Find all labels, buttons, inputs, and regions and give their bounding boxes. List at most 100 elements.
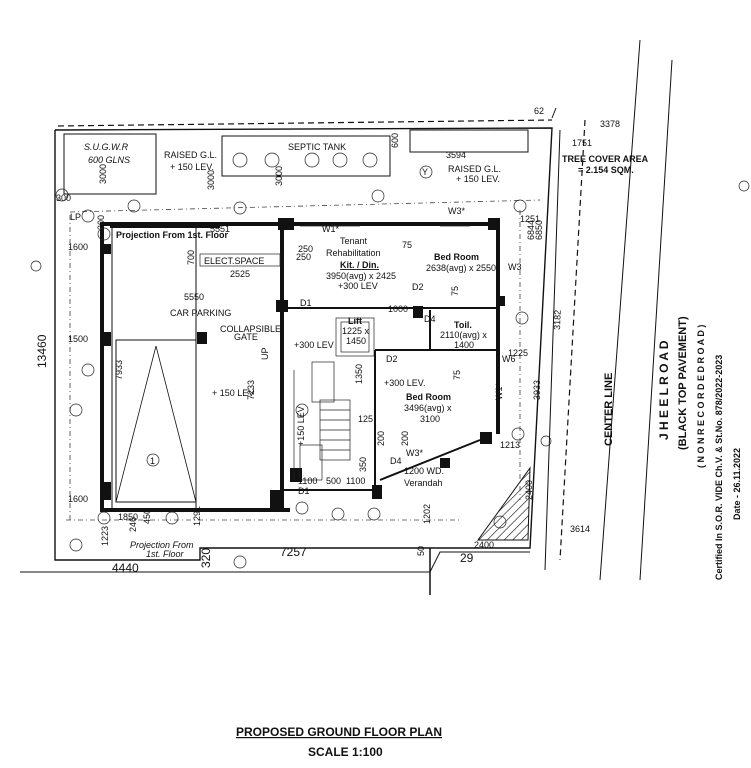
svg-text:250: 250 xyxy=(298,244,313,254)
lift-dim: 1225 x xyxy=(342,326,370,336)
svg-text:6844: 6844 xyxy=(526,220,536,240)
room-labels: Tenant Rehabilitation Kit. / Din. 3950(a… xyxy=(326,236,496,488)
svg-text:1100: 1100 xyxy=(346,476,365,486)
raised-gl-label: RAISED G.L. xyxy=(164,150,217,160)
svg-text:1600: 1600 xyxy=(68,494,88,504)
certification-note: Certified In S.O.R. VIDE Ch.V. & St.No. … xyxy=(714,355,724,580)
tenant-label-2: Rehabilitation xyxy=(326,248,381,258)
window-w6: W6 xyxy=(502,354,516,364)
raised-gl-level: + 150 LEV. xyxy=(170,162,214,172)
svg-text:7233: 7233 xyxy=(246,380,256,400)
svg-text:600: 600 xyxy=(390,133,400,148)
svg-text:1751: 1751 xyxy=(572,138,592,148)
bedroom1-dim: 2638(avg) x 2550 xyxy=(426,263,496,273)
bedroom2-label: Bed Room xyxy=(406,392,451,402)
svg-text:3933: 3933 xyxy=(532,380,542,400)
toilet-dim-2: 1400 xyxy=(454,340,474,350)
up-arrow-label: UP xyxy=(260,347,270,360)
svg-text:300: 300 xyxy=(56,193,71,203)
road-pavement: (BLACK TOP PAVEMENT) xyxy=(677,316,689,450)
car-parking-slot xyxy=(115,339,197,503)
side-dim-3378: 3378 xyxy=(600,119,620,129)
kitchen-dim: 3950(avg) x 2425 xyxy=(326,271,396,281)
tree-cover-hatch xyxy=(477,466,531,541)
door-d2: D2 xyxy=(412,282,424,292)
verandah-label: Verandah xyxy=(404,478,443,488)
non-recorded-road: ( N O N R E C O R D E D R O A D ) xyxy=(696,325,706,468)
svg-text:75: 75 xyxy=(402,240,412,250)
projection-label-bottom: Projection From xyxy=(130,540,194,550)
lp-marker: LP xyxy=(70,212,81,222)
raised-gl-label-2: RAISED G.L. xyxy=(448,164,501,174)
svg-text:1291: 1291 xyxy=(192,506,202,526)
svg-text:2400: 2400 xyxy=(474,540,494,550)
road-labels: J H E E L R O A D (BLACK TOP PAVEMENT) (… xyxy=(603,316,742,580)
projection-label-top: Projection From 1st. Floor xyxy=(116,230,229,240)
svg-text:1500: 1500 xyxy=(68,334,88,344)
dimension-labels: 7257 13460 3378 3182 3614 4440 320 62 29… xyxy=(35,106,620,575)
svg-text:125: 125 xyxy=(358,414,373,424)
door-d4: D4 xyxy=(424,314,436,324)
lift-dim-2: 1450 xyxy=(346,336,366,346)
svg-text:2525: 2525 xyxy=(230,269,250,279)
bedroom2-dim-2: 3100 xyxy=(420,414,440,424)
door-d1-bottom: D1 xyxy=(298,486,310,496)
svg-text:3000: 3000 xyxy=(98,164,108,184)
bedroom2-dim: 3496(avg) x xyxy=(404,403,452,413)
certification-date: Date - 26.11.2022 xyxy=(732,448,742,520)
staircase xyxy=(293,361,351,481)
svg-text:350: 350 xyxy=(358,457,368,472)
side-dim-29: 29 xyxy=(460,551,474,565)
building-walls xyxy=(100,218,505,512)
plot-depth-dim: 13460 xyxy=(35,334,49,368)
side-dim-3614: 3614 xyxy=(570,524,590,534)
svg-text:1000: 1000 xyxy=(388,304,408,314)
sugwr-capacity: 600 GLNS xyxy=(88,155,130,165)
svg-text:75: 75 xyxy=(452,370,462,380)
inspection-pits xyxy=(30,165,750,569)
side-dim-62: 62 xyxy=(534,106,544,116)
car-slot-number: 1 xyxy=(150,456,155,466)
side-dim-4440: 4440 xyxy=(112,561,139,575)
side-dim-3182: 3182 xyxy=(552,310,563,330)
tenant-label: Tenant xyxy=(340,236,368,246)
svg-text:1600: 1600 xyxy=(68,242,88,252)
site-labels: S.U.G.W.R 600 GLNS RAISED G.L. + 150 LEV… xyxy=(70,142,649,559)
verandah-width: 1200 WD. xyxy=(404,466,444,476)
collapsible-gate-label: COLLAPSIBLE xyxy=(220,324,281,334)
window-w3-verandah: W3* xyxy=(406,448,424,458)
kitchen-level: +300 LEV xyxy=(338,281,378,291)
y-marker: Y xyxy=(422,167,428,177)
svg-text:75: 75 xyxy=(450,286,460,296)
svg-text:700: 700 xyxy=(186,250,196,265)
svg-text:1202: 1202 xyxy=(422,504,432,524)
drain-paths xyxy=(66,199,541,521)
svg-text:7933: 7933 xyxy=(114,360,124,380)
elect-space-label: ELECT.SPACE xyxy=(204,256,264,266)
raised-gl-level-2: + 150 LEV. xyxy=(456,174,500,184)
sugwr-tank xyxy=(63,133,157,195)
toilet-dim: 2110(avg) x xyxy=(440,330,487,340)
level-150-vertical: +150 LEV xyxy=(296,406,306,446)
toilet-label: Toil. xyxy=(454,320,472,330)
svg-text:2400: 2400 xyxy=(524,480,534,500)
svg-text:1350: 1350 xyxy=(354,364,364,384)
level-300: +300 LEV xyxy=(294,340,334,350)
svg-text:5551: 5551 xyxy=(210,224,230,234)
svg-text:5550: 5550 xyxy=(184,292,204,302)
plot-boundary xyxy=(20,107,557,595)
svg-text:450: 450 xyxy=(142,509,152,524)
door-d1: D1 xyxy=(300,298,312,308)
garden-strip xyxy=(409,129,529,153)
svg-text:200: 200 xyxy=(400,431,410,446)
svg-text:1100: 1100 xyxy=(298,476,317,486)
bedroom1-label: Bed Room xyxy=(434,252,479,262)
svg-text:6850: 6850 xyxy=(534,220,544,240)
projection-label-bottom-2: 1st. Floor xyxy=(146,549,185,559)
septic-tank xyxy=(221,135,391,177)
side-dim-320: 320 xyxy=(199,548,213,568)
door-d4-verandah: D4 xyxy=(390,456,402,466)
septic-tank-label: SEPTIC TANK xyxy=(288,142,346,152)
window-w3: W3* xyxy=(448,206,466,216)
